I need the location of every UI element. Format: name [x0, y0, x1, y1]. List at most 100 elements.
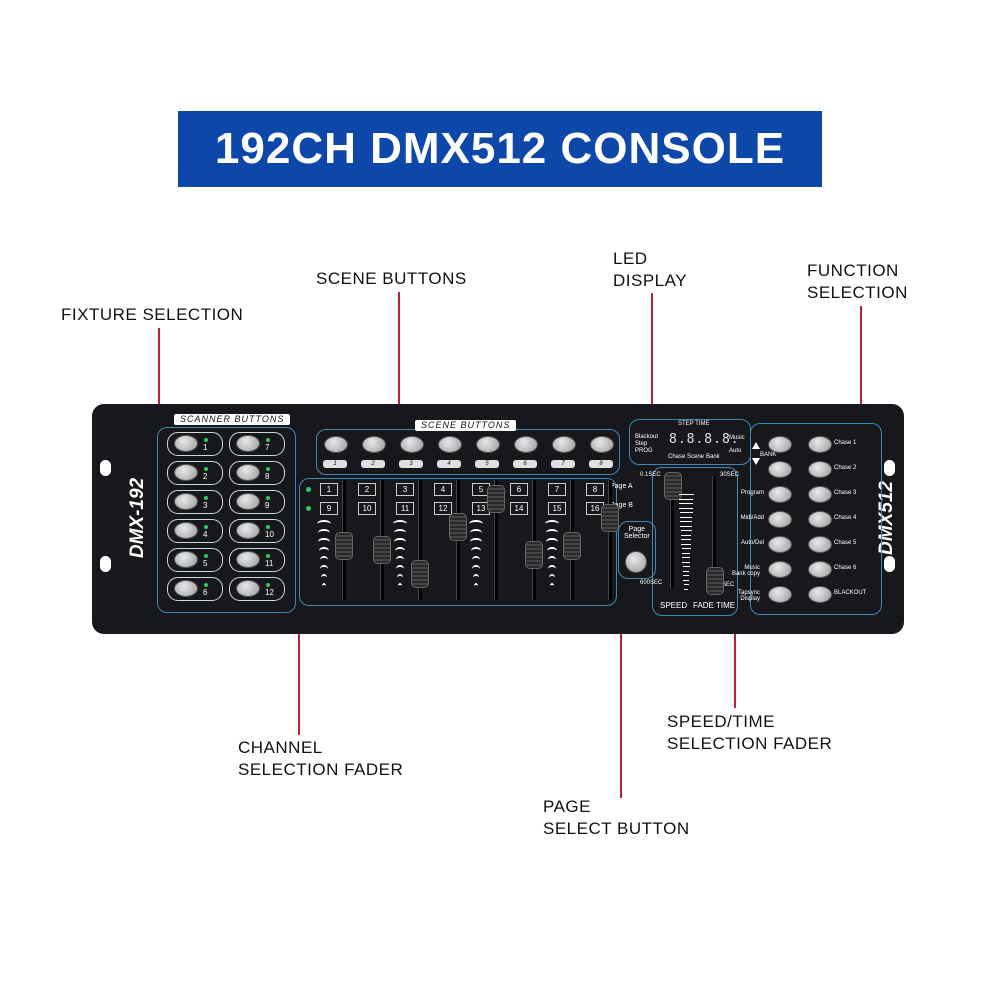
speed-scale-tick — [683, 588, 689, 590]
scanner-number: 6 — [203, 588, 208, 597]
scanner-button[interactable] — [174, 580, 198, 597]
channel-fader-knob[interactable] — [449, 512, 467, 541]
scanner-number: 1 — [203, 443, 208, 452]
function-label: Tapsync Display — [737, 590, 760, 602]
scanner-button-housing — [167, 577, 223, 601]
channel-fader-knob[interactable] — [487, 484, 505, 513]
chase-label: BLACKOUT — [834, 590, 867, 596]
scanner-number: 9 — [265, 501, 270, 510]
speed-fader-knob[interactable] — [664, 472, 682, 500]
function-label: Auto/Del — [740, 540, 764, 546]
channel-fader-knob[interactable] — [563, 531, 581, 560]
scale-arc-icon — [548, 565, 556, 573]
scene-button[interactable] — [362, 436, 386, 453]
channel-fader-knob[interactable] — [411, 559, 429, 588]
callout-function-selection: FUNCTION SELECTION — [807, 261, 908, 302]
scale-arc-icon — [317, 520, 331, 528]
scanner-led-icon — [204, 496, 208, 500]
scene-button[interactable] — [400, 436, 424, 453]
scene-button[interactable] — [552, 436, 576, 453]
channel-faders-panel — [299, 478, 617, 606]
scanner-button-housing — [167, 519, 223, 543]
function-button[interactable] — [768, 536, 792, 553]
chase-button[interactable] — [808, 536, 832, 553]
scanner-button[interactable] — [174, 435, 198, 452]
scanner-button-housing — [167, 490, 223, 514]
function-button[interactable] — [768, 561, 792, 578]
channel-fader-track — [494, 480, 498, 600]
chase-button[interactable] — [808, 586, 832, 603]
scanner-button-housing — [229, 432, 285, 456]
channel-number-top: 2 — [358, 483, 376, 496]
speed-scale-tick — [680, 521, 692, 522]
scanner-button[interactable] — [174, 522, 198, 539]
scene-button[interactable] — [514, 436, 538, 453]
scale-arc-icon — [548, 574, 556, 582]
scale-arc-icon — [396, 565, 404, 573]
display-label-bank: Bank — [706, 454, 720, 460]
scanner-button[interactable] — [236, 435, 260, 452]
function-button[interactable] — [768, 436, 792, 453]
scene-button[interactable] — [476, 436, 500, 453]
scanner-button[interactable] — [236, 551, 260, 568]
chase-label: Chase 5 — [834, 540, 857, 546]
function-button[interactable] — [768, 586, 792, 603]
scanner-button[interactable] — [236, 580, 260, 597]
mounting-hole — [884, 556, 895, 572]
page-a-led-icon — [306, 487, 311, 492]
channel-fader-knob[interactable] — [525, 541, 543, 570]
scanner-number: 10 — [265, 530, 274, 539]
scanner-button[interactable] — [174, 464, 198, 481]
page-selector-panel — [618, 521, 656, 579]
chase-label: Chase 6 — [834, 565, 857, 571]
channel-fader-knob[interactable] — [335, 531, 353, 560]
scene-button[interactable] — [324, 436, 348, 453]
chase-label: Chase 4 — [834, 515, 857, 521]
scanner-button[interactable] — [236, 522, 260, 539]
scanner-button[interactable] — [174, 493, 198, 510]
scene-button[interactable] — [438, 436, 462, 453]
function-button[interactable] — [768, 461, 792, 478]
speed-scale-tick — [679, 507, 693, 509]
chase-button[interactable] — [808, 436, 832, 453]
fade-time-label: FADE TIME — [693, 601, 736, 610]
function-button[interactable] — [768, 511, 792, 528]
channel-number-bottom: 12 — [434, 502, 452, 515]
chase-button[interactable] — [808, 511, 832, 528]
speed-scale-tick — [682, 557, 690, 558]
channel-fader-track — [418, 480, 422, 600]
scale-arc-icon — [470, 538, 482, 546]
fade-time-fader-knob[interactable] — [706, 567, 724, 595]
scene-button[interactable] — [590, 436, 614, 453]
fade-time-fader-track — [712, 476, 716, 588]
callout-fixture-selection: FIXTURE SELECTION — [61, 305, 244, 324]
max-time-label: 30SEC — [720, 472, 740, 478]
scanner-led-icon — [204, 467, 208, 471]
chase-button[interactable] — [808, 486, 832, 503]
scale-arc-icon — [320, 565, 328, 573]
leader-line-speed — [734, 582, 736, 708]
callout-speed-time-fader: SPEED/TIME SELECTION FADER — [667, 712, 833, 753]
channel-fader-track — [608, 480, 612, 600]
chase-button[interactable] — [808, 561, 832, 578]
scanner-button[interactable] — [236, 493, 260, 510]
scanner-button[interactable] — [174, 551, 198, 568]
channel-fader-knob[interactable] — [373, 536, 391, 565]
scanner-led-icon — [266, 583, 270, 587]
channel-number-top: 8 — [586, 483, 604, 496]
bank-up-icon[interactable] — [752, 442, 760, 449]
page-selector-button[interactable] — [625, 551, 647, 573]
scale-arc-icon — [318, 547, 330, 555]
speed-scale-tick — [682, 570, 690, 572]
channel-fader-knob[interactable] — [601, 503, 619, 532]
mounting-hole — [100, 556, 111, 572]
callout-led-display: LED DISPLAY — [613, 249, 688, 290]
channel-number-bottom: 14 — [510, 502, 528, 515]
chase-button[interactable] — [808, 461, 832, 478]
scanner-button[interactable] — [236, 464, 260, 481]
scale-arc-icon — [395, 556, 405, 564]
scene-number: 5 — [475, 460, 499, 468]
function-button[interactable] — [768, 486, 792, 503]
bank-down-icon[interactable] — [752, 458, 760, 465]
scale-arc-icon — [547, 556, 557, 564]
